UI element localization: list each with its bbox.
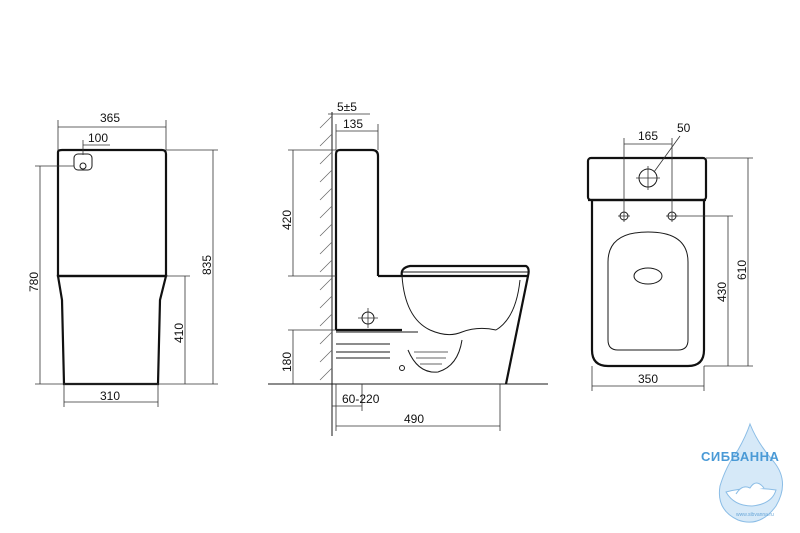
dim-wall-gap: 5±5 bbox=[337, 100, 357, 114]
brand-url: www.sibvanna.ru bbox=[736, 512, 774, 518]
dim-total-depth: 490 bbox=[404, 412, 424, 426]
dim-tank-depth: 135 bbox=[343, 117, 363, 131]
dim-hole-spacing: 165 bbox=[638, 129, 658, 143]
dim-depth-bowl: 430 bbox=[715, 282, 729, 302]
side-bowl-outer bbox=[336, 275, 530, 385]
dim-width-top: 365 bbox=[100, 111, 120, 125]
front-bowl-outline bbox=[56, 274, 168, 386]
side-trap bbox=[407, 339, 463, 373]
side-tank-outline bbox=[334, 148, 380, 276]
dim-width-base: 310 bbox=[100, 389, 120, 403]
dim-width-top-view: 350 bbox=[638, 372, 658, 386]
front-tank-outline bbox=[56, 148, 168, 278]
dim-depth-total: 610 bbox=[735, 260, 749, 280]
top-view: 165 50 610 430 350 bbox=[586, 121, 753, 391]
water-drop-icon bbox=[718, 422, 783, 523]
brand-logo: СИБВАННА www.sibvanna.ru bbox=[701, 422, 783, 523]
front-view: 365 100 835 780 410 310 bbox=[27, 111, 218, 407]
top-bowl-outline bbox=[590, 200, 706, 368]
dim-button-offset: 100 bbox=[88, 131, 108, 145]
top-drain-oval bbox=[633, 267, 663, 285]
flush-button-icon bbox=[73, 153, 93, 171]
dim-height-bowl: 410 bbox=[172, 323, 186, 343]
wall-hatching bbox=[319, 115, 333, 381]
dim-outlet-height: 180 bbox=[280, 352, 294, 372]
dim-hole-diameter: 50 bbox=[677, 121, 691, 135]
top-seat-opening bbox=[607, 231, 689, 351]
side-view: 5±5 135 420 180 60-220 490 bbox=[268, 100, 548, 436]
top-tank-outline bbox=[586, 156, 708, 202]
dim-height-total: 835 bbox=[200, 255, 214, 275]
brand-name: СИБВАННА bbox=[701, 449, 779, 464]
dim-tank-height: 420 bbox=[280, 210, 294, 230]
dim-height-tank: 780 bbox=[27, 272, 41, 292]
side-seat-outline bbox=[378, 264, 530, 278]
dim-outlet-range: 60-220 bbox=[342, 392, 380, 406]
side-bowl-inner bbox=[401, 275, 521, 331]
